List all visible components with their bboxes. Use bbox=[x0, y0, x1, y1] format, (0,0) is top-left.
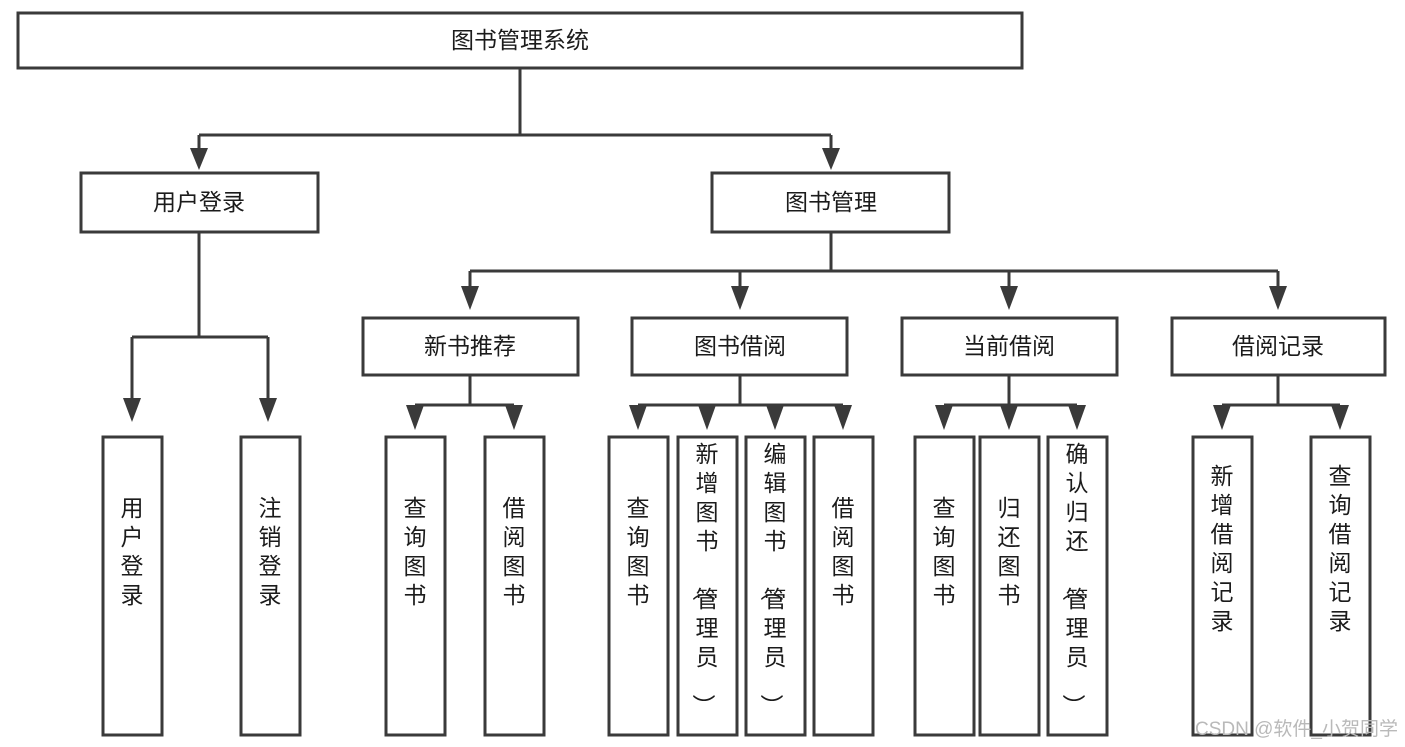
leaf-node-user-login[interactable]: 用户登录 bbox=[101, 435, 164, 737]
leaf-query-record-box[interactable] bbox=[1309, 435, 1372, 737]
node-book-borrow-label: 图书借阅 bbox=[694, 333, 786, 359]
leaf-query-book-3-label: 查询图书 bbox=[933, 495, 956, 608]
arrow-leaf-query-book-3 bbox=[935, 405, 953, 430]
leaf-node-add-book[interactable]: 新增图书（管理员） bbox=[676, 435, 739, 737]
arrow-leaf-user-logout bbox=[259, 398, 277, 422]
leaf-edit-book-label: 编辑图书（管理员） bbox=[759, 441, 787, 717]
node-current-borrow-label: 当前借阅 bbox=[963, 333, 1055, 359]
arrow-leaf-query-book-1 bbox=[406, 405, 424, 430]
node-borrow-record[interactable]: 借阅记录 bbox=[1170, 316, 1387, 377]
leaf-borrow-book-1-label: 借阅图书 bbox=[503, 495, 526, 608]
arrow-book-management bbox=[822, 148, 840, 170]
arrow-leaf-add-book bbox=[698, 405, 716, 430]
node-new-book-recommend[interactable]: 新书推荐 bbox=[361, 316, 580, 377]
node-user-login[interactable]: 用户登录 bbox=[79, 171, 320, 234]
node-root[interactable]: 图书管理系统 bbox=[16, 11, 1024, 70]
node-new-book-recommend-box[interactable] bbox=[361, 316, 580, 377]
watermark-label: CSDN @软件_小贺同学 bbox=[1195, 718, 1398, 740]
leaf-query-book-2-box[interactable] bbox=[607, 435, 670, 737]
leaf-query-record-label: 查询借阅记录 bbox=[1329, 463, 1352, 634]
arrow-leaf-user-login bbox=[123, 398, 141, 422]
node-current-borrow-box[interactable] bbox=[900, 316, 1119, 377]
leaf-node-query-record[interactable]: 查询借阅记录 bbox=[1309, 435, 1372, 737]
node-root-label: 图书管理系统 bbox=[451, 27, 589, 53]
leaf-node-add-record[interactable]: 新增借阅记录 bbox=[1191, 435, 1254, 737]
leaf-borrow-book-2-label: 借阅图书 bbox=[832, 495, 855, 608]
arrow-leaf-borrow-book-2 bbox=[834, 405, 852, 430]
node-borrow-record-label: 借阅记录 bbox=[1232, 333, 1324, 359]
leaf-edit-book-box[interactable] bbox=[744, 435, 807, 737]
connector-currentborrow-to-leaves bbox=[935, 375, 1086, 430]
leaf-return-book-box[interactable] bbox=[978, 435, 1041, 737]
connector-borrowrecord-to-leaves bbox=[1213, 375, 1349, 430]
leaf-query-book-1-label: 查询图书 bbox=[404, 495, 427, 608]
leaf-add-record-box[interactable] bbox=[1191, 435, 1254, 737]
leaf-return-book-label: 归还图书 bbox=[998, 495, 1021, 608]
node-user-login-label: 用户登录 bbox=[153, 189, 245, 215]
arrow-book-borrow bbox=[731, 286, 749, 310]
leaf-add-book-box[interactable] bbox=[676, 435, 739, 737]
node-new-book-recommend-label: 新书推荐 bbox=[424, 333, 516, 359]
arrow-leaf-return-book bbox=[1000, 405, 1018, 430]
leaf-node-query-book-3[interactable]: 查询图书 bbox=[913, 435, 976, 737]
arrow-leaf-edit-book bbox=[766, 405, 784, 430]
leaf-node-borrow-book-2[interactable]: 借阅图书 bbox=[812, 435, 875, 737]
leaf-user-login-box[interactable] bbox=[101, 435, 164, 737]
leaf-node-borrow-book-1[interactable]: 借阅图书 bbox=[483, 435, 546, 737]
node-borrow-record-box[interactable] bbox=[1170, 316, 1387, 377]
leaf-user-logout-box[interactable] bbox=[239, 435, 302, 737]
arrow-borrow-record bbox=[1269, 286, 1287, 310]
leaf-query-book-2-label: 查询图书 bbox=[627, 495, 650, 608]
connector-newbook-to-leaves bbox=[406, 375, 523, 430]
node-book-management[interactable]: 图书管理 bbox=[710, 171, 951, 234]
leaf-node-query-book-2[interactable]: 查询图书 bbox=[607, 435, 670, 737]
arrow-leaf-add-record bbox=[1213, 405, 1231, 430]
arrow-leaf-confirm-return bbox=[1068, 405, 1086, 430]
leaf-confirm-return-box[interactable] bbox=[1046, 435, 1109, 737]
leaf-query-book-1-box[interactable] bbox=[384, 435, 447, 737]
leaf-node-return-book[interactable]: 归还图书 bbox=[978, 435, 1041, 737]
arrow-leaf-query-record bbox=[1331, 405, 1349, 430]
leaf-node-confirm-return[interactable]: 确认归还（管理员） bbox=[1046, 435, 1109, 737]
leaf-user-logout-label: 注销登录 bbox=[259, 495, 282, 608]
leaf-confirm-return-label: 确认归还（管理员） bbox=[1061, 441, 1089, 717]
connector-root-to-level2 bbox=[190, 68, 840, 170]
leaf-node-edit-book[interactable]: 编辑图书（管理员） bbox=[744, 435, 807, 737]
node-user-login-box[interactable] bbox=[79, 171, 320, 234]
node-root-box[interactable] bbox=[16, 11, 1024, 70]
arrow-current-borrow bbox=[1000, 286, 1018, 310]
node-book-management-box[interactable] bbox=[710, 171, 951, 234]
arrow-new-book-recommend bbox=[461, 286, 479, 310]
arrow-user-login bbox=[190, 148, 208, 170]
connector-bookmgmt-to-level3 bbox=[461, 232, 1287, 310]
leaf-borrow-book-1-box[interactable] bbox=[483, 435, 546, 737]
connector-userlogin-to-leaves bbox=[123, 232, 277, 422]
leaf-user-login-label: 用户登录 bbox=[121, 495, 144, 608]
node-book-borrow-box[interactable] bbox=[630, 316, 849, 377]
arrow-leaf-query-book-2 bbox=[629, 405, 647, 430]
node-book-management-label: 图书管理 bbox=[785, 189, 877, 215]
leaf-add-record-label: 新增借阅记录 bbox=[1211, 463, 1234, 634]
leaf-add-book-label: 新增图书（管理员） bbox=[691, 441, 719, 717]
arrow-leaf-borrow-book-1 bbox=[505, 405, 523, 430]
leaf-query-book-3-box[interactable] bbox=[913, 435, 976, 737]
leaf-node-user-logout[interactable]: 注销登录 bbox=[239, 435, 302, 737]
leaf-node-query-book-1[interactable]: 查询图书 bbox=[384, 435, 447, 737]
connector-bookborrow-to-leaves bbox=[629, 375, 852, 430]
leaf-borrow-book-2-box[interactable] bbox=[812, 435, 875, 737]
node-book-borrow[interactable]: 图书借阅 bbox=[630, 316, 849, 377]
node-current-borrow[interactable]: 当前借阅 bbox=[900, 316, 1119, 377]
